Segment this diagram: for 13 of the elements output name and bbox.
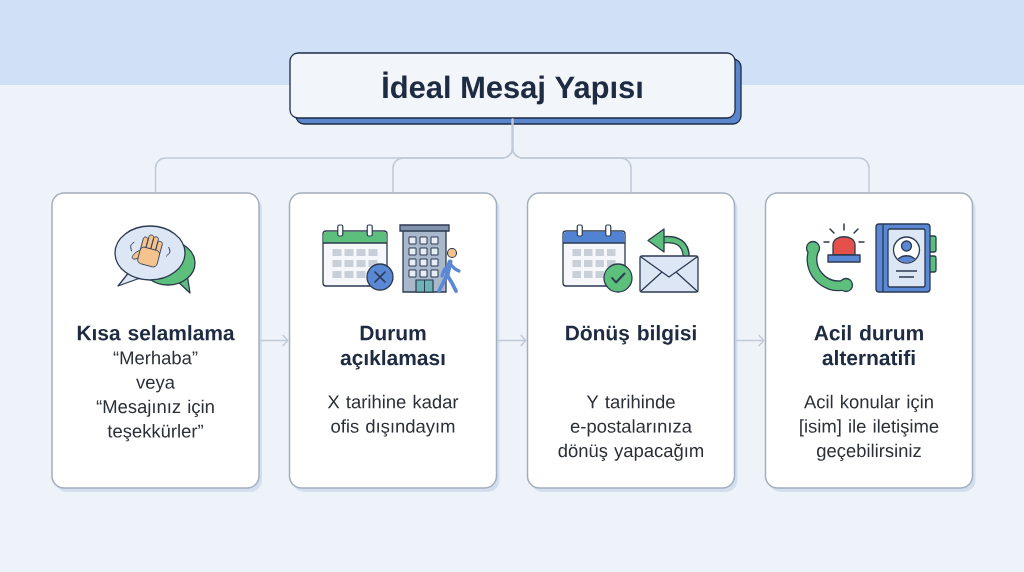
arrow xyxy=(734,334,765,347)
step-description: Y tarihinde e-postalarınıza dönüş yapacağım xyxy=(558,394,703,461)
step-description: Acil konular için [isim] ile iletişime geçebilirsiniz xyxy=(800,394,939,461)
step-title: Dönüş bilgisi xyxy=(566,325,696,345)
step-title: Durum açıklaması xyxy=(340,325,445,370)
step-title: Kısa selamlama xyxy=(77,325,235,341)
connector-line xyxy=(511,117,870,193)
step-title: Acil durum alternatifi xyxy=(814,325,923,366)
step-description: “Merhaba” veya “Mesajınız için teşekkürler” xyxy=(96,350,214,442)
arrow xyxy=(259,334,289,347)
step-description: X tarihine kadar ofis dışındayım xyxy=(327,394,459,437)
title-box: İdeal Mesaj Yapısı xyxy=(289,52,742,125)
arrow xyxy=(496,334,527,347)
